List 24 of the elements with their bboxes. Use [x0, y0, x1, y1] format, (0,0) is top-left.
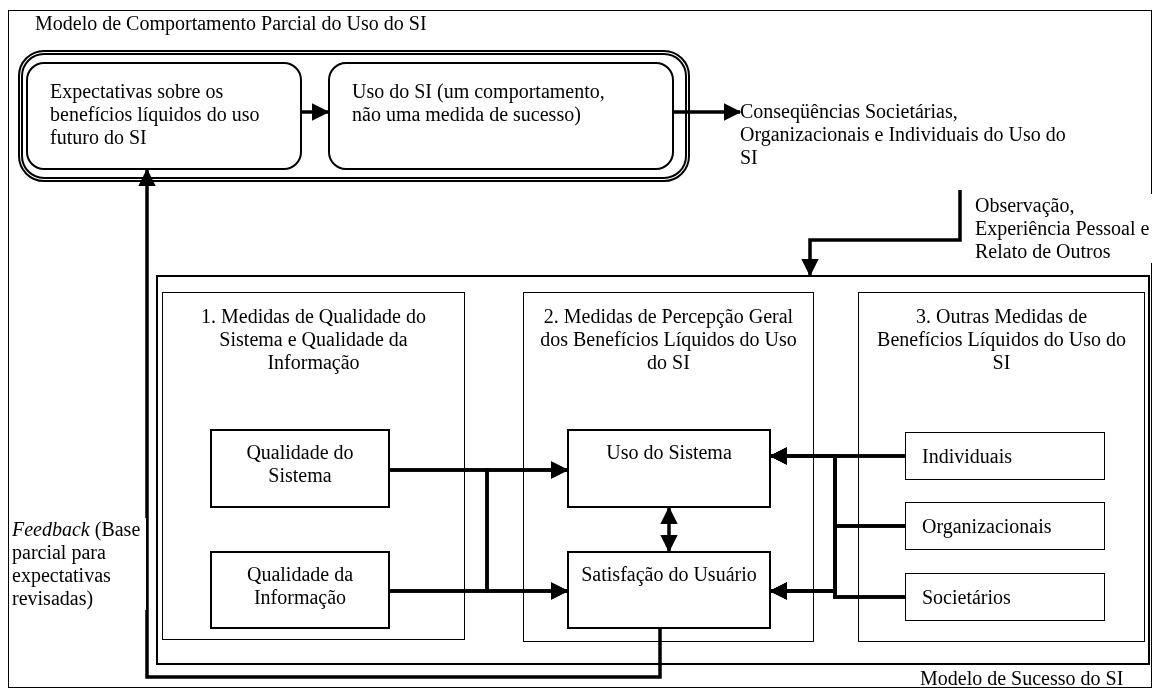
category-panel: 2. Medidas de Percepção Geral dos Benefícios Líquidos do Uso do SI Uso do Sistema Satisfação do Usuário [523, 292, 814, 642]
connector-arrow [138, 168, 662, 679]
group-title: Modelo de Sucesso do SI [920, 667, 1124, 690]
group-title: Modelo de Comportamento Parcial do Uso do SI [35, 12, 427, 35]
measure-box: Satisfação do Usuário [567, 551, 771, 629]
outcome-text: Conseqüências Societárias, Organizacionais e Individuais do Uso do SI [740, 100, 1080, 190]
connector-arrow [801, 190, 962, 277]
rounded-process-box: Expectativas sobre os benefícios líquidos do uso futuro do SI [26, 62, 302, 170]
benefit-box: Organizacionais [905, 502, 1105, 550]
measure-box: Qualidade da Informação [210, 551, 390, 629]
connector-arrow [769, 582, 905, 600]
category-panel: 1. Medidas de Qualidade do Sistema e Qualidade da Informação Qualidade do Sistema Qualidade da Informação [162, 292, 465, 640]
connector-arrow [674, 103, 742, 121]
measure-box: Qualidade do Sistema [210, 429, 390, 508]
category-panel: 3. Outras Medidas de Benefícios Líquidos do Uso do SI Individuais Organizacionais Societários [858, 292, 1145, 642]
rounded-process-box: Uso do SI (um comportamento, não uma medida de sucesso) [328, 62, 674, 170]
benefit-box: Individuais [905, 432, 1105, 480]
measure-box: Uso do Sistema [567, 429, 771, 508]
edge-label: Observação, Experiência Pessoal e Relato de Outros [975, 194, 1153, 263]
connector-arrow [302, 103, 330, 121]
connector-arrow [660, 506, 678, 553]
connector-arrow [390, 582, 569, 600]
benefit-box: Societários [905, 573, 1105, 621]
edge-label: Feedback (Base parcial para expectativas revisadas) [12, 518, 146, 610]
